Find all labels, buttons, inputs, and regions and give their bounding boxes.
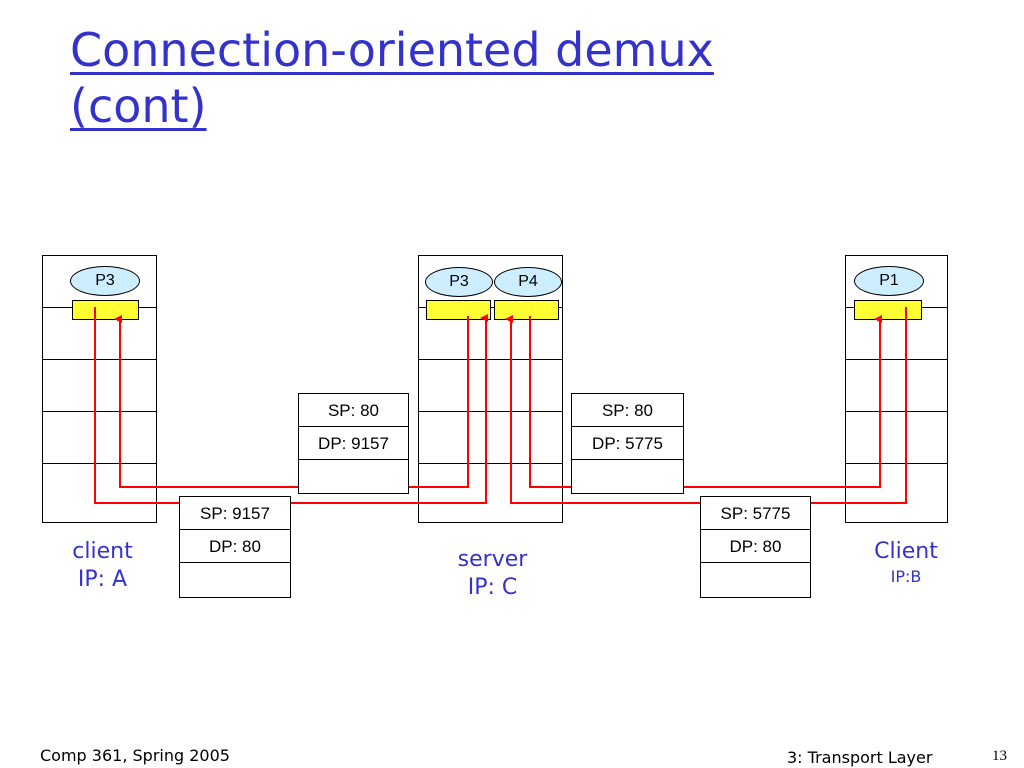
process-client-a-p3: P3 <box>70 266 140 296</box>
slide-title-line-1: Connection-oriented demux <box>70 23 714 77</box>
source-port-label: SP: 9157 <box>180 497 290 530</box>
wire-server-to-client-a <box>114 315 469 488</box>
host-server-c-ip: IP: C <box>467 575 518 600</box>
segment-payload <box>572 460 683 493</box>
segment-payload <box>180 563 290 596</box>
wire-client-a-to-server <box>94 307 488 504</box>
segment-server-to-client-a: SP: 80 DP: 9157 <box>298 393 409 494</box>
dest-port-label: DP: 5775 <box>572 427 683 460</box>
slide-title: Connection-oriented demux (cont) <box>70 22 714 134</box>
host-client-a-name: client <box>72 539 133 564</box>
stack-layer <box>419 412 562 464</box>
socket-server-p3 <box>426 300 491 320</box>
process-server-p4: P4 <box>494 267 562 297</box>
host-client-b-ip: IP:B <box>890 567 922 586</box>
segment-payload <box>299 460 408 493</box>
source-port-label: SP: 5775 <box>701 497 810 530</box>
segment-client-b-to-server: SP: 5775 DP: 80 <box>700 496 811 598</box>
host-server-c-label: server IP: C <box>425 546 560 602</box>
stack-layer <box>43 360 156 412</box>
dest-port-label: DP: 9157 <box>299 427 408 460</box>
host-client-b-name: Client <box>874 539 938 564</box>
stack-layer <box>419 360 562 412</box>
stack-layer <box>43 412 156 464</box>
host-client-a-stack <box>42 255 157 523</box>
slide-title-line-2: (cont) <box>70 79 207 134</box>
source-port-label: SP: 80 <box>572 394 683 427</box>
socket-client-a-p3 <box>72 300 139 320</box>
stack-layer <box>43 308 156 360</box>
segment-payload <box>701 563 810 596</box>
footer-chapter: 3: Transport Layer <box>787 748 933 767</box>
stack-layer <box>419 308 562 360</box>
stack-layer <box>846 308 947 360</box>
segment-server-to-client-b: SP: 80 DP: 5775 <box>571 393 684 494</box>
host-client-b-label: Client IP:B <box>845 538 967 588</box>
host-client-a-label: client IP: A <box>40 538 165 594</box>
process-client-b-p1: P1 <box>854 266 924 296</box>
host-server-c-stack <box>418 255 563 523</box>
process-server-p3: P3 <box>425 267 493 297</box>
stack-layer <box>846 412 947 464</box>
segment-client-a-to-server: SP: 9157 DP: 80 <box>179 496 291 598</box>
host-client-a-ip: IP: A <box>77 567 128 592</box>
source-port-label: SP: 80 <box>299 394 408 427</box>
dest-port-label: DP: 80 <box>180 530 290 563</box>
dest-port-label: DP: 80 <box>701 530 810 563</box>
wire-server-to-client-b <box>529 315 882 488</box>
footer-course: Comp 361, Spring 2005 <box>40 746 230 765</box>
page-number: 13 <box>992 748 1007 764</box>
host-server-c-name: server <box>457 547 528 572</box>
stack-layer <box>846 360 947 412</box>
